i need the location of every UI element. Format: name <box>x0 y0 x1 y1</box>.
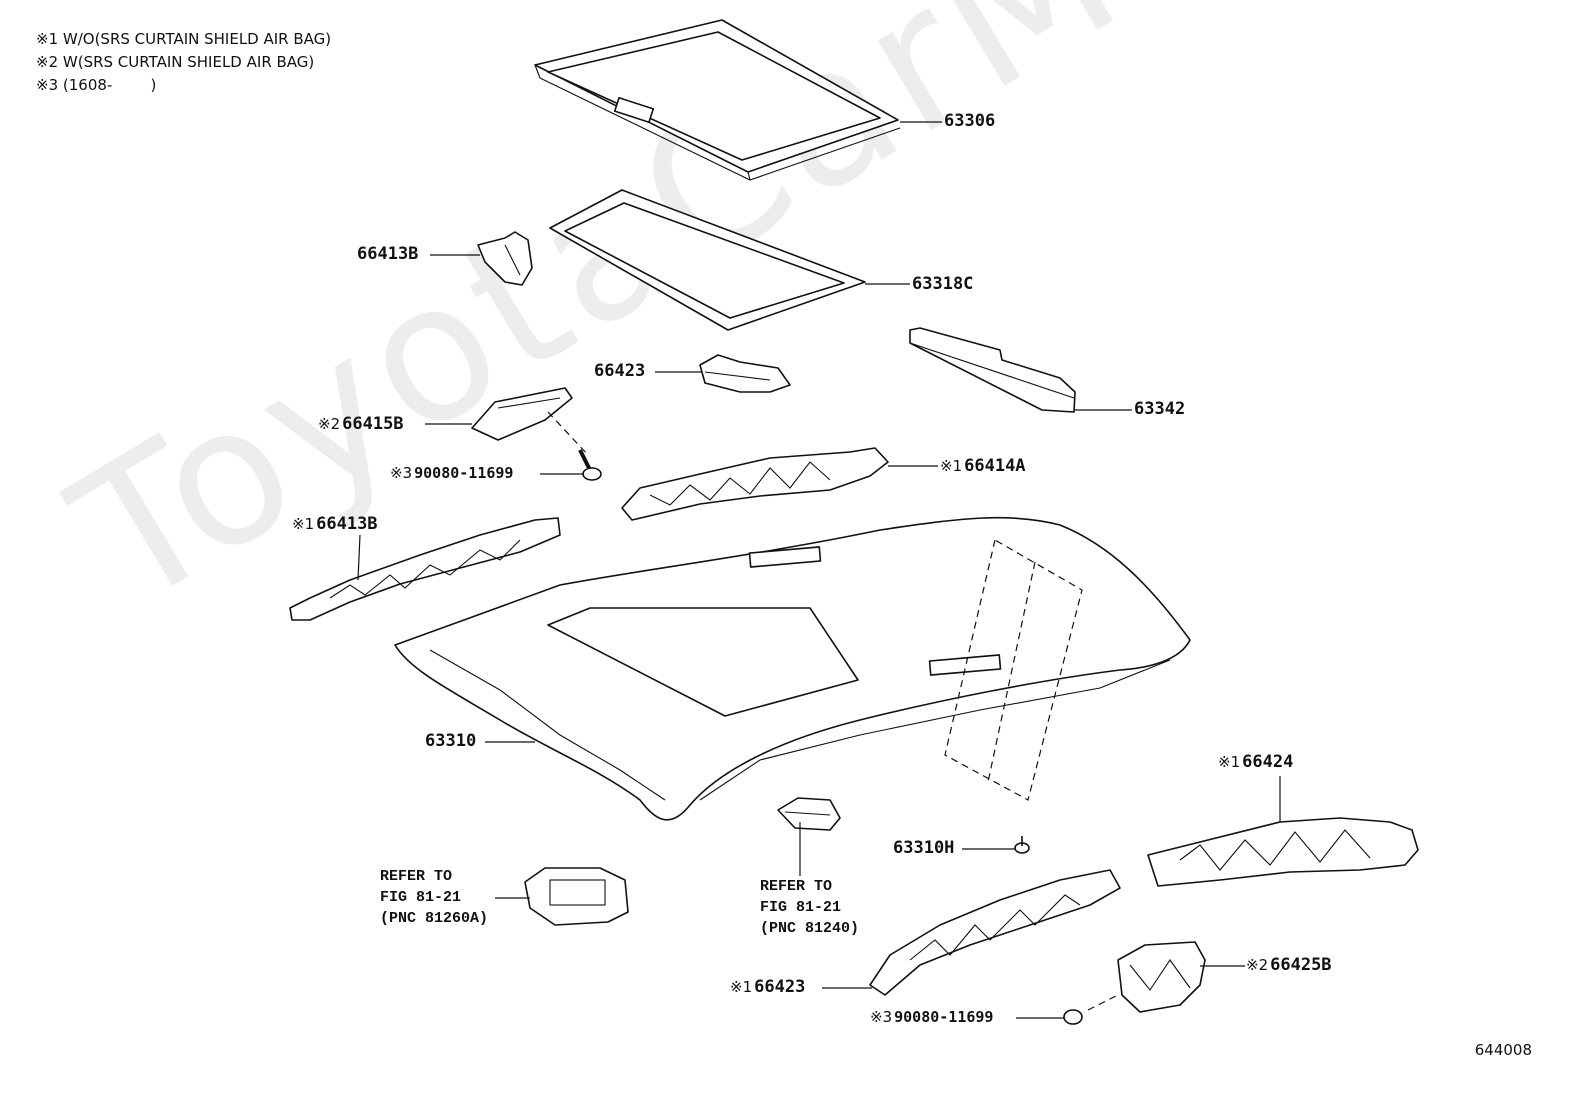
pad-63342 <box>909 327 1076 413</box>
note-mark: ※2 <box>1246 956 1269 974</box>
note-mark: ※3 <box>870 1008 893 1026</box>
part-code: 63342 <box>1134 399 1186 419</box>
note-mark: ※1 <box>730 978 753 996</box>
part-code: 63310 <box>425 731 477 751</box>
headliner-63310 <box>394 516 1191 821</box>
ref-line: REFER TO <box>760 878 833 895</box>
note-mark: ※1 <box>292 515 315 533</box>
dome-lamp-81260A <box>524 867 629 926</box>
part-code: 66424 <box>1242 752 1294 772</box>
label-63310H: 63310H <box>893 838 954 858</box>
ref-line: FIG 81-21 <box>760 899 842 916</box>
part-code: 66414A <box>964 456 1026 476</box>
part-code: 63310H <box>893 838 955 858</box>
rail-66413B-mid <box>289 517 561 621</box>
ref-line: (PNC 81260A) <box>380 910 489 927</box>
label-63342: 63342 <box>1134 399 1185 419</box>
bracket-66415B <box>471 387 573 441</box>
note-mark: ※3 <box>390 464 413 482</box>
part-code: 66423 <box>594 361 646 381</box>
part-code: 66413B <box>316 514 378 534</box>
note-mark: ※2 <box>318 415 341 433</box>
label-63310: 63310 <box>425 731 476 751</box>
figure-number: 644008 <box>1474 1041 1532 1059</box>
clip-90080-bottom <box>1063 1009 1083 1025</box>
note-1: ※1 W/O(SRS CURTAIN SHIELD AIR BAG) <box>36 30 332 48</box>
label-63306: 63306 <box>944 111 995 131</box>
lamp-housing-81240 <box>777 797 841 831</box>
part-code: 90080-11699 <box>894 1008 994 1026</box>
part-code: 90080-11699 <box>414 464 514 482</box>
sunshade-63306 <box>534 19 901 181</box>
footnotes: ※1 W/O(SRS CURTAIN SHIELD AIR BAG) ※2 W(… <box>36 28 331 97</box>
note-3: ※3 (1608- ) <box>36 76 157 94</box>
refer-to-81240: REFER TO FIG 81-21 (PNC 81240) <box>760 876 859 939</box>
part-code: 66425B <box>1270 955 1332 975</box>
note-mark: ※1 <box>1218 753 1241 771</box>
rail-66414A <box>621 447 889 521</box>
note-mark: ※1 <box>940 457 963 475</box>
label-63318C: 63318C <box>912 274 973 294</box>
clip-66413B-top <box>477 231 533 286</box>
screw-90080-top <box>578 449 602 481</box>
clip-63310H <box>1014 836 1030 854</box>
clip-66423-top <box>699 354 791 393</box>
rail-66423-bottom <box>869 869 1121 996</box>
refer-to-81260A: REFER TO FIG 81-21 (PNC 81260A) <box>380 866 488 929</box>
sunroof-frame-63318C <box>549 189 866 331</box>
part-code: 66413B <box>357 244 419 264</box>
note-2: ※2 W(SRS CURTAIN SHIELD AIR BAG) <box>36 53 315 71</box>
ref-line: FIG 81-21 <box>380 889 462 906</box>
part-code: 63318C <box>912 274 974 294</box>
label-66413B-top: 66413B <box>357 244 418 264</box>
part-code: 63306 <box>944 111 996 131</box>
part-code: 66415B <box>342 414 404 434</box>
bracket-66425B <box>1117 941 1206 1013</box>
ref-line: REFER TO <box>380 868 453 885</box>
label-66423-top: 66423 <box>594 361 645 381</box>
ref-line: (PNC 81240) <box>760 920 860 937</box>
part-code: 66423 <box>754 977 806 997</box>
rail-66424 <box>1147 817 1419 887</box>
